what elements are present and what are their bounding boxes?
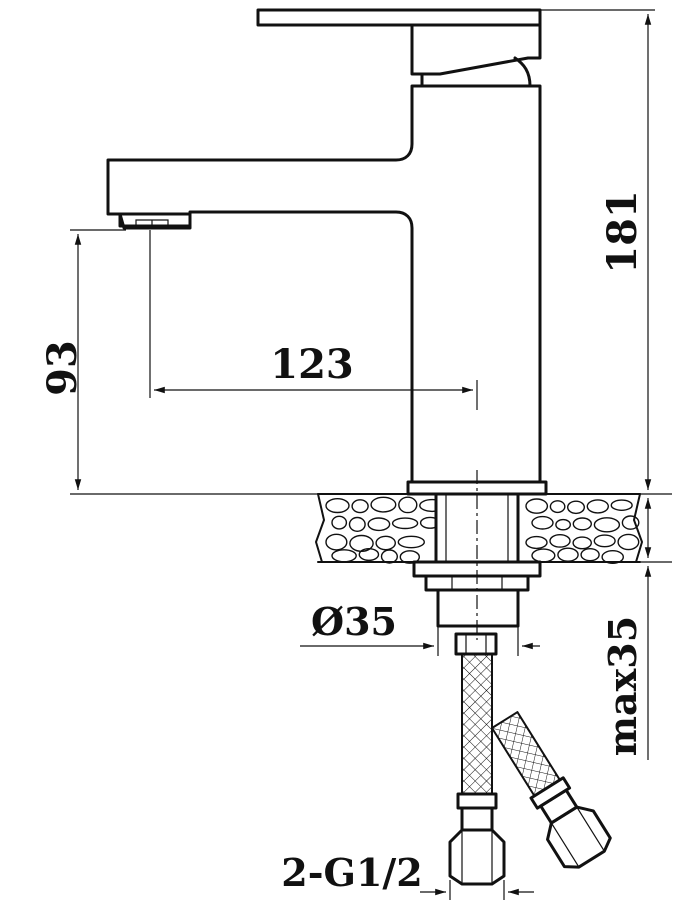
countertop-stone (531, 548, 556, 563)
dimension-label-93: 93 (39, 340, 86, 396)
countertop-stone (325, 533, 348, 551)
countertop-stone (391, 517, 419, 530)
hose-left-braid (462, 654, 492, 794)
aerator-detail (135, 219, 169, 229)
dimension-shank-diameter: Ø35 (300, 599, 540, 656)
countertop-stone (555, 518, 571, 531)
handle-cap (410, 23, 542, 76)
countertop-stone (370, 496, 397, 513)
hose-right-hex-nut (546, 805, 612, 869)
aerator (118, 212, 192, 230)
countertop-stone (348, 516, 366, 533)
faucet-column-outline (106, 84, 542, 484)
countertop-stone (525, 498, 549, 514)
dimension-label-123: 123 (270, 341, 354, 388)
countertop-stone (567, 500, 586, 515)
countertop-stone (572, 536, 593, 550)
handle-cartridge (420, 56, 532, 88)
countertop-stone (525, 535, 548, 550)
countertop-stone (557, 547, 579, 562)
countertop-stone (593, 534, 616, 548)
countertop-stone (325, 498, 350, 514)
countertop-stones-left (325, 496, 446, 564)
dimension-label-connection: 2-G1/2 (281, 850, 422, 895)
countertop-stone (380, 549, 399, 564)
countertop-stone (399, 550, 420, 564)
dimension-label-max35: max35 (600, 616, 645, 756)
countertop-stone (351, 499, 369, 514)
countertop-stone (580, 548, 600, 562)
mounting-shank (434, 470, 520, 640)
flexible-hoses (448, 632, 612, 886)
countertop-stone (367, 517, 391, 532)
countertop-stone (397, 535, 425, 549)
countertop-stone (617, 533, 640, 551)
countertop-stone (572, 517, 592, 531)
mounting-nut (412, 560, 542, 628)
dimension-label-diameter: Ø35 (311, 599, 397, 644)
countertop-stone (593, 517, 621, 533)
countertop-stone (586, 499, 609, 514)
countertop-stones-right (525, 498, 640, 565)
countertop-stone (549, 500, 566, 514)
countertop-stone (398, 496, 418, 514)
hose-right-braid (491, 712, 560, 796)
countertop-stone (549, 534, 571, 548)
handle-lever (256, 8, 542, 27)
hose-left-hex-nut (448, 828, 506, 886)
countertop-stone (601, 550, 625, 565)
countertop-stone (621, 515, 640, 530)
countertop-stone (531, 515, 554, 530)
countertop-stone (358, 548, 380, 562)
dimension-connection: 2-G1/2 (281, 850, 534, 900)
dimension-total-height: 181 (540, 9, 672, 495)
dimension-spout-height: 93 (39, 229, 318, 495)
dimension-max-thickness: max35 (546, 498, 672, 760)
faucet-body (106, 8, 542, 484)
countertop-stone (375, 535, 397, 551)
countertop-stone (331, 515, 348, 530)
dimension-spout-reach: 123 (149, 230, 478, 410)
countertop-stone (331, 549, 357, 563)
dimension-label-181: 181 (599, 190, 646, 274)
countertop-stone (610, 499, 633, 512)
